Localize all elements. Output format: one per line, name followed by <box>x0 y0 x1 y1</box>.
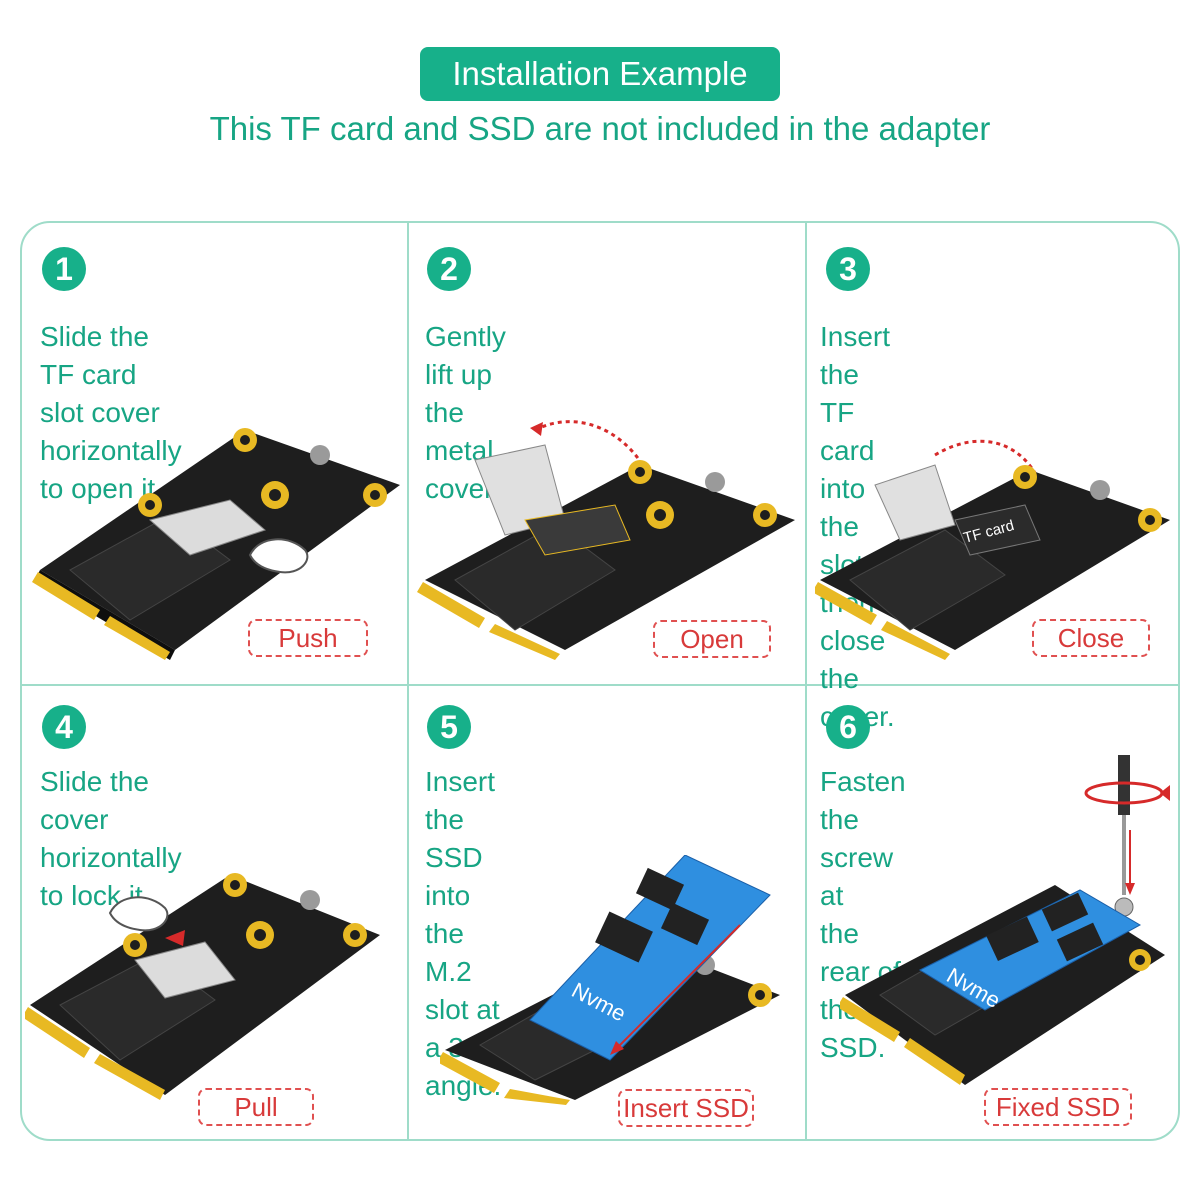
action-tag-pull: Pull <box>198 1088 314 1126</box>
subtitle: This TF card and SSD are not included in… <box>209 110 991 147</box>
step-number: 2 <box>427 247 471 291</box>
adapter-board-illustration: TF card <box>815 439 1170 660</box>
step-number: 4 <box>42 705 86 749</box>
step-number: 6 <box>826 705 870 749</box>
hand-push-icon <box>248 538 309 574</box>
adapter-board-ssd-illustration: Nvme <box>440 855 780 1105</box>
step-number: 3 <box>826 247 870 291</box>
grid-divider-h <box>22 684 1178 686</box>
step-number: 1 <box>42 247 86 291</box>
step-text: Gently lift up the metal cover. <box>425 321 506 504</box>
action-tag-fixed-ssd: Fixed SSD <box>984 1088 1132 1126</box>
step-number: 5 <box>427 705 471 749</box>
adapter-board-illustration <box>25 873 380 1100</box>
grid-divider-v2 <box>805 223 807 1139</box>
page-title: Installation Example <box>452 55 748 92</box>
adapter-board-illustration <box>32 428 400 660</box>
adapter-board-ssd-fixed-illustration: Nvme <box>840 885 1165 1085</box>
action-tag-push: Push <box>248 619 368 657</box>
grid-divider-v1 <box>407 223 409 1139</box>
screwdriver-icon <box>1084 755 1170 917</box>
action-tag-open: Open <box>653 620 771 658</box>
step-text: Slide the TF card slot cover horizontall… <box>40 321 182 504</box>
steps-grid <box>20 221 1180 1141</box>
adapter-board-illustration <box>417 420 795 660</box>
action-tag-close: Close <box>1032 619 1150 657</box>
action-tag-insert-ssd: Insert SSD <box>618 1089 754 1127</box>
step-text: Fasten the screw at the rear of the SSD. <box>820 766 906 1063</box>
hand-pull-icon <box>108 896 169 932</box>
title-badge: Installation Example <box>420 47 780 101</box>
